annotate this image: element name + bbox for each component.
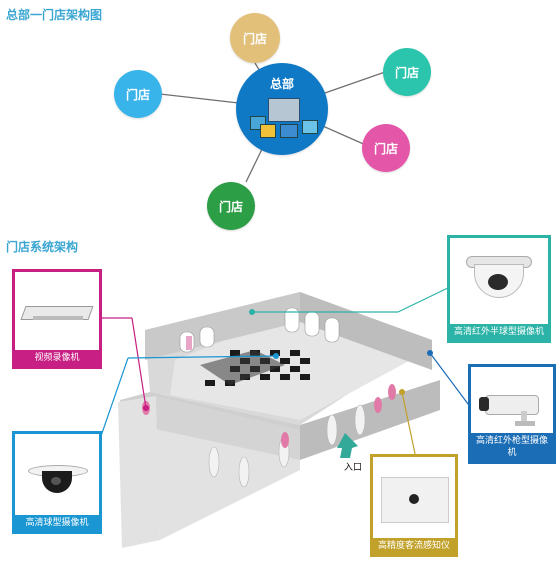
store-node-green: 门店 <box>207 182 255 230</box>
ir-bullet-icon <box>477 389 549 429</box>
store-node-top: 门店 <box>230 13 280 63</box>
ir-half-dome-icon <box>466 254 532 302</box>
ir-half-dome-card: 高清红外半球型摄像机 <box>447 235 551 343</box>
dome-camera-card: 高清球型摄像机 <box>12 431 102 534</box>
dome-camera-icon <box>28 459 88 499</box>
hq-node-label: 总部 <box>269 77 294 91</box>
entrance-arrow-shape <box>337 433 358 458</box>
store-node-left: 门店 <box>114 70 162 118</box>
ir-half-dome-label: 高清红外半球型摄像机 <box>450 324 548 340</box>
store-node-right-label: 门店 <box>394 65 419 80</box>
dome-camera-label: 高清球型摄像机 <box>15 515 99 531</box>
store-node-green-label: 门店 <box>218 199 243 214</box>
ir-bullet-label: 高清红外枪型摄像机 <box>471 433 553 461</box>
entrance-label: 入口 <box>344 463 363 473</box>
people-counter-card: 高精度客流感知仪 <box>370 454 458 557</box>
store-floorplan-model <box>118 292 440 548</box>
store-node-pink-label: 门店 <box>373 141 398 156</box>
store-node-top-label: 门店 <box>242 31 267 46</box>
dvr-card: 视频录像机 <box>12 269 102 369</box>
store-node-pink: 门店 <box>362 124 410 172</box>
ir-bullet-card: 高清红外枪型摄像机 <box>468 364 556 464</box>
store-node-left-label: 门店 <box>125 87 150 102</box>
hq-store-architecture-title: 总部一门店架构图 <box>6 8 103 22</box>
dvr-label: 视频录像机 <box>15 350 99 366</box>
dvr-device-icon <box>20 302 94 322</box>
people-counter-icon <box>381 477 449 523</box>
store-system-architecture-title: 门店系统架构 <box>6 240 79 254</box>
hq-screens-icon <box>246 98 324 144</box>
people-counter-label: 高精度客流感知仪 <box>373 538 455 554</box>
store-node-right: 门店 <box>383 48 431 96</box>
